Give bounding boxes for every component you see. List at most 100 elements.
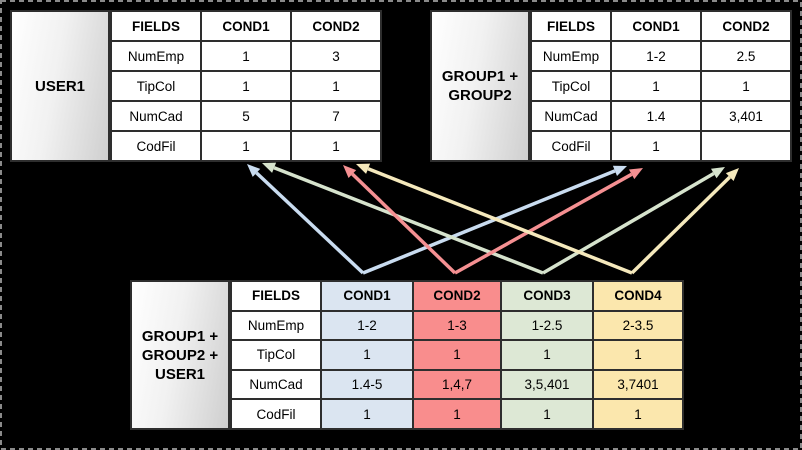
- value-cell: 1-2.5: [500, 309, 594, 342]
- table-label-line: GROUP2 +: [141, 346, 219, 364]
- field-name-cell: TipCol: [230, 339, 322, 371]
- value-cell: 1-3: [412, 309, 502, 342]
- value-cell: 1: [500, 339, 594, 371]
- value-cell: 7: [290, 100, 382, 132]
- value-cell: 1: [200, 40, 292, 72]
- value-cell: 1: [412, 398, 502, 430]
- value-cell: 5: [200, 100, 292, 132]
- arrow-line-cond1: [362, 169, 616, 275]
- arrowhead-cond4: [356, 163, 371, 174]
- column-header: COND1: [200, 10, 292, 42]
- user1-label: USER1: [10, 10, 110, 162]
- arrow-line-cond2: [351, 172, 457, 275]
- table-label-line: GROUP2: [448, 87, 512, 104]
- field-name-cell: CodFil: [530, 130, 612, 162]
- field-name-cell: NumCad: [230, 368, 322, 401]
- table-label-line: GROUP1 +: [441, 68, 519, 85]
- merged-label: GROUP1 +GROUP2 +USER1: [130, 280, 230, 430]
- arrow-line-cond1: [255, 171, 365, 275]
- value-cell: 1: [500, 398, 594, 430]
- arrow-line-cond3: [542, 172, 715, 275]
- field-name-cell: CodFil: [230, 398, 322, 430]
- column-header: FIELDS: [230, 280, 322, 312]
- field-name-cell: NumEmp: [530, 40, 612, 72]
- value-cell: 1: [610, 70, 702, 102]
- arrow-line-cond3: [273, 166, 544, 275]
- table-label-line: USER1: [154, 365, 206, 383]
- arrowhead-cond2: [628, 168, 643, 180]
- field-name-cell: TipCol: [530, 70, 612, 102]
- value-cell: 2.5: [700, 40, 792, 72]
- column-header: COND1: [320, 280, 414, 312]
- arrow-line-cond2: [454, 172, 633, 275]
- value-cell: 1: [412, 339, 502, 371]
- field-name-cell: NumEmp: [230, 309, 322, 342]
- value-cell: 3,401: [700, 100, 792, 132]
- arrowhead-cond1: [612, 165, 627, 176]
- value-cell: 1: [290, 70, 382, 102]
- value-cell: 1.4: [610, 100, 702, 132]
- value-cell: 1: [592, 398, 684, 430]
- column-header: COND2: [412, 280, 502, 312]
- field-name-cell: NumCad: [530, 100, 612, 132]
- column-header: COND2: [700, 10, 792, 42]
- column-header: COND4: [592, 280, 684, 312]
- value-cell: 1: [700, 70, 792, 102]
- value-cell: 1: [200, 130, 292, 162]
- column-header: COND3: [500, 280, 594, 312]
- value-cell: 1,4,7: [412, 368, 502, 401]
- arrow-line-cond4: [630, 175, 731, 275]
- value-cell: [700, 130, 792, 162]
- value-cell: 1: [320, 339, 414, 371]
- group1-group2-label: GROUP1 + GROUP2: [430, 10, 530, 162]
- value-cell: 3,7401: [592, 368, 684, 401]
- value-cell: 1: [290, 130, 382, 162]
- value-cell: 1: [592, 339, 684, 371]
- arrow-line-cond4: [367, 167, 633, 275]
- arrowhead-cond2: [343, 165, 357, 178]
- value-cell: 1: [320, 398, 414, 430]
- value-cell: 2-3.5: [592, 309, 684, 342]
- field-name-cell: TipCol: [110, 70, 202, 102]
- arrowhead-cond3: [262, 162, 277, 173]
- value-cell: 1-2: [610, 40, 702, 72]
- field-name-cell: CodFil: [110, 130, 202, 162]
- arrowhead-cond1: [247, 164, 261, 177]
- field-name-cell: NumEmp: [110, 40, 202, 72]
- column-header: COND1: [610, 10, 702, 42]
- value-cell: 1.4-5: [320, 368, 414, 401]
- value-cell: 1: [610, 130, 702, 162]
- table-label-line: USER1: [34, 77, 86, 95]
- arrowhead-cond3: [710, 167, 725, 179]
- field-name-cell: NumCad: [110, 100, 202, 132]
- column-header: FIELDS: [110, 10, 202, 42]
- table-label-line: GROUP1 +: [141, 327, 219, 345]
- value-cell: 1-2: [320, 309, 414, 342]
- arrowhead-cond4: [725, 168, 739, 182]
- column-header: FIELDS: [530, 10, 612, 42]
- value-cell: 3,5,401: [500, 368, 594, 401]
- value-cell: 1: [200, 70, 292, 102]
- column-header: COND2: [290, 10, 382, 42]
